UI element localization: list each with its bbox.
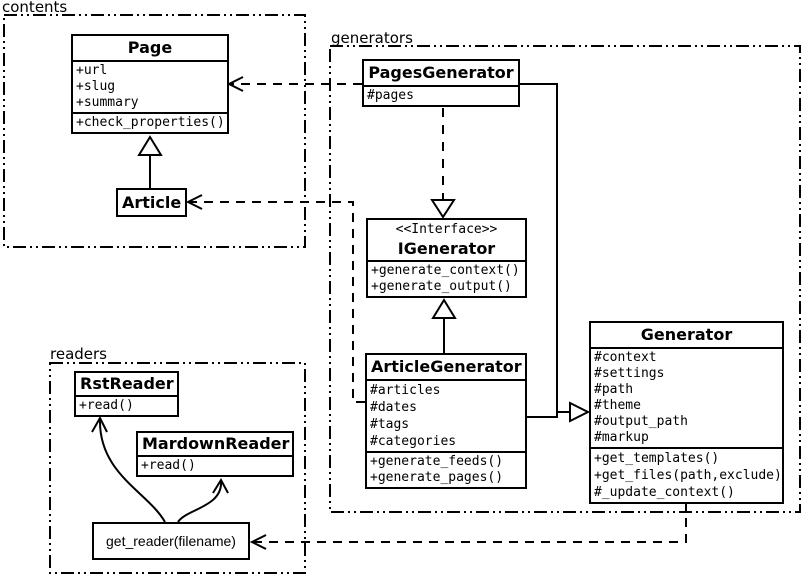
- dependency-generator-getreader: [252, 502, 687, 543]
- open-arrowhead-page: [226, 76, 244, 92]
- methods-section-mardownreader: +read(): [138, 455, 292, 475]
- class-title-mardownreader: MardownReader: [142, 434, 290, 453]
- attribute: #context: [594, 350, 657, 365]
- method: +get_files(path,exclude): [594, 468, 782, 483]
- attributes-section-page: +url +slug +summary: [73, 60, 227, 112]
- function-box-get-reader: get_reader(filename): [92, 522, 250, 560]
- class-title-articlegenerator: ArticleGenerator: [371, 357, 522, 376]
- package-label-contents: contents: [2, 0, 68, 16]
- open-arrowhead-article: [185, 194, 203, 210]
- class-box-page: Page +url +slug +summary +check_properti…: [71, 34, 229, 134]
- attribute: #path: [594, 382, 634, 397]
- class-title-page: Page: [127, 38, 173, 57]
- class-box-rstreader: RstReader +read(): [74, 371, 179, 417]
- package-border-generators: [329, 45, 801, 513]
- method: #_update_context(): [594, 485, 735, 500]
- attribute: #dates: [370, 400, 417, 415]
- package-border-readers: [49, 362, 306, 574]
- class-title-pagesgenerator: PagesGenerator: [368, 63, 514, 82]
- class-box-article: Article: [116, 188, 187, 217]
- class-box-articlegenerator: ArticleGenerator #articles #dates #tags …: [365, 353, 527, 489]
- methods-section-articlegenerator: +generate_feeds() +generate_pages(): [367, 451, 525, 487]
- attribute: #tags: [370, 417, 410, 432]
- class-title-igenerator: IGenerator: [397, 239, 496, 258]
- class-box-igenerator: <<Interface>> IGenerator +generate_conte…: [366, 218, 527, 298]
- attributes-section-generator: #context #settings #path #theme #output_…: [591, 347, 782, 447]
- hollow-triangle-generator-left: [569, 401, 591, 423]
- package-border-contents: [3, 14, 306, 248]
- attribute: #settings: [594, 366, 665, 381]
- methods-section-generator: +get_templates() +get_files(path,exclude…: [591, 447, 782, 502]
- hollow-triangle-page-bottom: [137, 135, 163, 156]
- methods-section-page: +check_properties(): [73, 112, 227, 132]
- package-label-generators: generators: [331, 29, 413, 47]
- attribute: +slug: [76, 79, 116, 94]
- open-arrowhead-mardownreader: [212, 477, 229, 494]
- method: +generate_pages(): [370, 470, 504, 485]
- method: +check_properties(): [76, 115, 225, 130]
- method: +get_templates(): [594, 451, 720, 466]
- package-label-readers: readers: [50, 345, 107, 363]
- attribute: #pages: [367, 88, 414, 103]
- attribute: #categories: [370, 434, 457, 449]
- methods-section-igenerator: +generate_context() +generate_output(): [368, 260, 525, 296]
- header-igenerator: <<Interface>> IGenerator: [368, 220, 525, 260]
- attribute: #markup: [594, 430, 649, 445]
- class-box-mardownreader: MardownReader +read(): [136, 431, 294, 477]
- open-arrowhead-rstreader: [91, 415, 108, 433]
- class-title-generator: Generator: [640, 325, 733, 344]
- curve-getreader-mardownreader: [177, 480, 223, 523]
- attribute: #articles: [370, 383, 441, 398]
- method: +read(): [79, 398, 134, 413]
- method: +generate_output(): [371, 279, 512, 294]
- function-label-get-reader: get_reader(filename): [106, 533, 236, 549]
- attribute: +url: [76, 63, 108, 78]
- attribute: #theme: [594, 398, 641, 413]
- curve-getreader-rstreader: [98, 419, 166, 523]
- attributes-section-articlegenerator: #articles #dates #tags #categories: [367, 379, 525, 451]
- method: +generate_context(): [371, 263, 520, 278]
- stereotype-interface: <<Interface>>: [395, 222, 498, 237]
- method: +generate_feeds(): [370, 454, 504, 469]
- class-box-pagesgenerator: PagesGenerator #pages: [362, 59, 520, 107]
- hollow-triangle-igenerator-top: [430, 199, 456, 219]
- attributes-section-pagesgenerator: #pages: [364, 85, 518, 105]
- attribute: #output_path: [594, 414, 688, 429]
- method: +read(): [141, 458, 196, 473]
- class-title-rstreader: RstReader: [80, 374, 174, 393]
- open-arrowhead-getreader: [249, 534, 267, 550]
- class-box-generator: Generator #context #settings #path #them…: [589, 321, 784, 504]
- generalization-pagesgenerator-generator: [519, 83, 558, 418]
- hollow-triangle-igenerator-bottom: [431, 298, 457, 319]
- attribute: +summary: [76, 95, 139, 110]
- class-title-article: Article: [122, 193, 182, 212]
- dependency-articlegenerator-article: [188, 201, 365, 403]
- methods-section-rstreader: +read(): [76, 395, 177, 415]
